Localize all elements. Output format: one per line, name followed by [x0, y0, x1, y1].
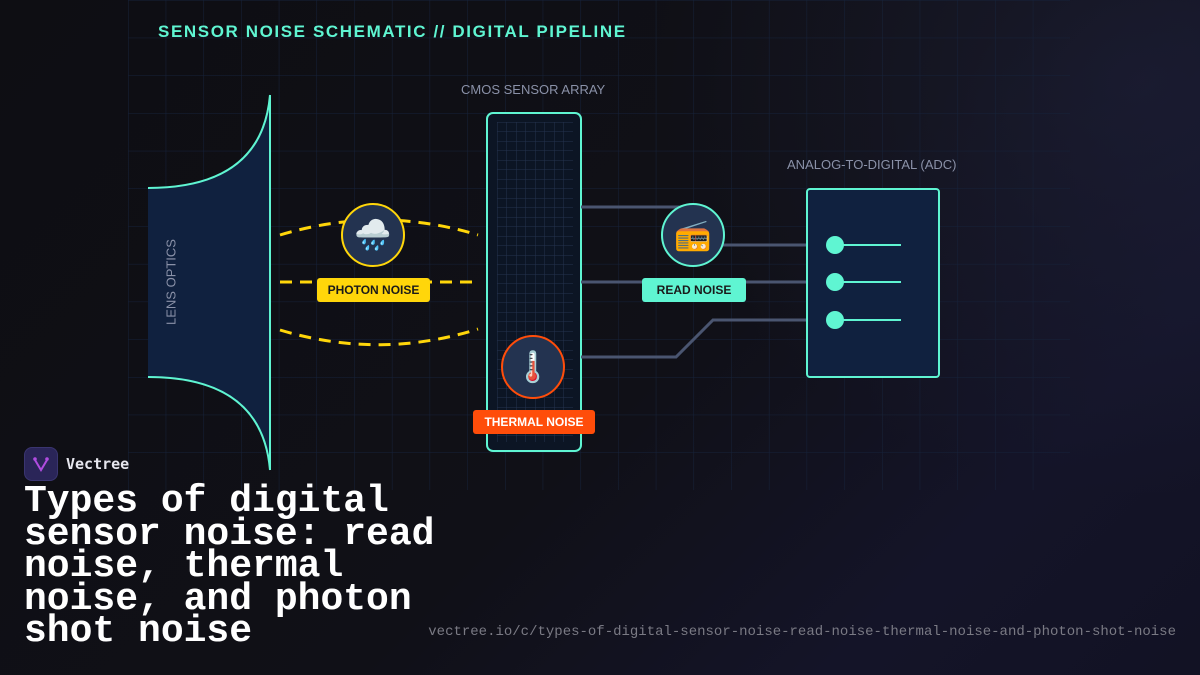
- page-url: vectree.io/c/types-of-digital-sensor-noi…: [428, 624, 1176, 640]
- photon-ray-bottom: [279, 327, 479, 347]
- thermal-noise-badge: THERMAL NOISE: [473, 410, 595, 434]
- thermometer-icon: 🌡️: [501, 335, 565, 399]
- vectree-logo-icon: [24, 447, 58, 481]
- lens-outline-top: [147, 94, 271, 189]
- lens-shape: [148, 95, 270, 470]
- page-title: SENSOR NOISE SCHEMATIC // DIGITAL PIPELI…: [158, 22, 627, 41]
- headline: Types of digital sensor noise: read nois…: [24, 480, 435, 653]
- radio-icon: 📻: [661, 203, 725, 267]
- brand-name: Vectree: [66, 455, 130, 473]
- rain-cloud-icon: 🌧️: [341, 203, 405, 267]
- lens-optics-label: LENS OPTICS: [163, 239, 179, 325]
- sensor-array-label: CMOS SENSOR ARRAY: [461, 82, 606, 97]
- lens-outline-bottom: [147, 376, 271, 471]
- read-noise-badge: READ NOISE: [642, 278, 746, 302]
- photon-noise-badge: PHOTON NOISE: [317, 278, 430, 302]
- wire-3: [581, 318, 807, 359]
- adc-channels: [826, 236, 901, 329]
- brand: Vectree: [24, 447, 129, 481]
- adc-label: ANALOG-TO-DIGITAL (ADC): [787, 157, 957, 172]
